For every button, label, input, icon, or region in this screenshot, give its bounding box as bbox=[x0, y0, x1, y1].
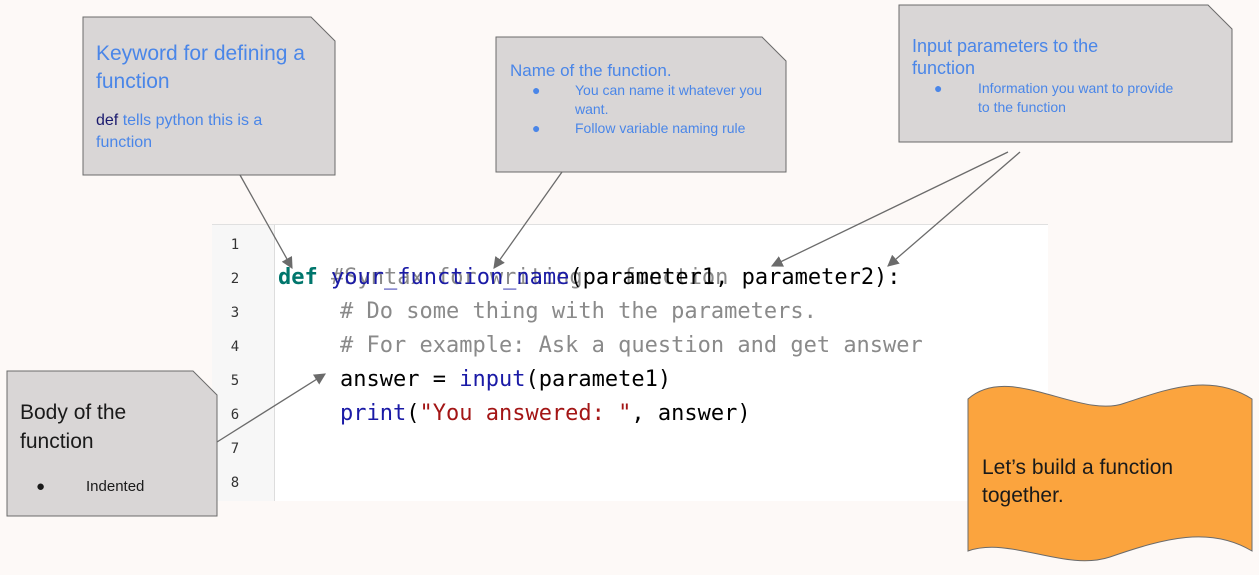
line-number: 2 bbox=[230, 271, 240, 287]
banner-text: Let’s build a function together. bbox=[982, 456, 1174, 507]
callout-params-bullets: ●Information you want to provide to the … bbox=[934, 79, 1212, 117]
input-call: input bbox=[459, 367, 526, 392]
arrow-name bbox=[493, 171, 563, 269]
bullet-item: ●You can name it whatever you want. bbox=[532, 82, 763, 117]
line-number: 7 bbox=[230, 441, 240, 457]
input-args: (paramete1) bbox=[525, 367, 672, 392]
callout-name: Name of the function. ●You can name it w… bbox=[510, 60, 772, 138]
string-literal: "You answered: " bbox=[419, 401, 632, 426]
callout-keyword: Keyword for defining a function def tell… bbox=[96, 40, 321, 154]
arrow-param2 bbox=[887, 151, 1021, 267]
paren-open: ( bbox=[406, 401, 420, 426]
callout-keyword-title: Keyword for defining a function bbox=[96, 42, 305, 93]
bullet-dot: ● bbox=[532, 82, 541, 98]
line-number: 5 bbox=[230, 373, 240, 389]
callout-body-box bbox=[6, 370, 218, 517]
callout-body-bullets: ●Indented bbox=[36, 477, 200, 497]
code-comment: # For example: Ask a question and get an… bbox=[340, 333, 923, 358]
callout-name-title: Name of the function. bbox=[510, 61, 672, 80]
code-line-6: print("You answered: ", answer) bbox=[340, 397, 751, 431]
function-params: (parameter1, parameter2): bbox=[569, 265, 901, 290]
print-rest: , answer) bbox=[631, 401, 751, 426]
line-number-gutter: 1 2 3 4 5 6 7 8 bbox=[212, 225, 275, 501]
function-name: your_function_name bbox=[331, 265, 570, 290]
code-line-2: def your_function_name(parameter1, param… bbox=[278, 261, 901, 295]
callout-body: Body of the function ●Indented bbox=[20, 398, 200, 497]
callout-name-box bbox=[495, 36, 787, 173]
bullet-dot: ● bbox=[532, 120, 541, 136]
bullet-item: ●Information you want to provide to the … bbox=[934, 80, 1174, 115]
bullet-dot: ● bbox=[934, 80, 943, 96]
code-line-3: # Do some thing with the parameters. bbox=[340, 295, 817, 329]
code-line-1: #Syntax for writing a function bbox=[278, 227, 728, 329]
code-comment: # Do some thing with the parameters. bbox=[340, 299, 817, 324]
print-call: print bbox=[340, 401, 407, 426]
def-word: def bbox=[96, 112, 119, 129]
bullet-item: ●Indented bbox=[36, 478, 145, 495]
line-number: 6 bbox=[230, 407, 240, 423]
code-block: 1 2 3 4 5 6 7 8 #Syntax for writing a fu… bbox=[212, 224, 1048, 501]
bullet-dot: ● bbox=[36, 478, 46, 495]
banner-shape bbox=[967, 384, 1253, 562]
callout-keyword-text: tells python this is a function bbox=[96, 112, 263, 151]
line-number: 3 bbox=[230, 305, 240, 321]
assign-lhs: answer = bbox=[340, 367, 460, 392]
callout-keyword-desc: def tells python this is a function bbox=[96, 110, 321, 154]
arrow-param1 bbox=[770, 151, 1009, 267]
code-line-4: # For example: Ask a question and get an… bbox=[340, 329, 923, 363]
callout-params-title: Input parameters to the function bbox=[912, 36, 1099, 78]
def-keyword: def bbox=[278, 265, 318, 290]
line-number: 1 bbox=[230, 237, 240, 253]
callout-params-box bbox=[898, 4, 1233, 143]
callout-body-title: Body of the function bbox=[20, 401, 127, 453]
callout-name-bullets: ●You can name it whatever you want. ●Fol… bbox=[532, 81, 772, 138]
line-number: 8 bbox=[230, 475, 240, 491]
callout-keyword-box bbox=[82, 16, 336, 176]
arrow-body bbox=[216, 373, 326, 443]
code-comment: #Syntax for writing a function bbox=[330, 265, 729, 290]
code-line-5: answer = input(paramete1) bbox=[340, 363, 671, 397]
arrow-keyword bbox=[239, 174, 293, 270]
bullet-item: ●Follow variable naming rule bbox=[532, 120, 746, 136]
line-number: 4 bbox=[230, 339, 240, 355]
callout-params: Input parameters to the function ●Inform… bbox=[912, 35, 1212, 117]
